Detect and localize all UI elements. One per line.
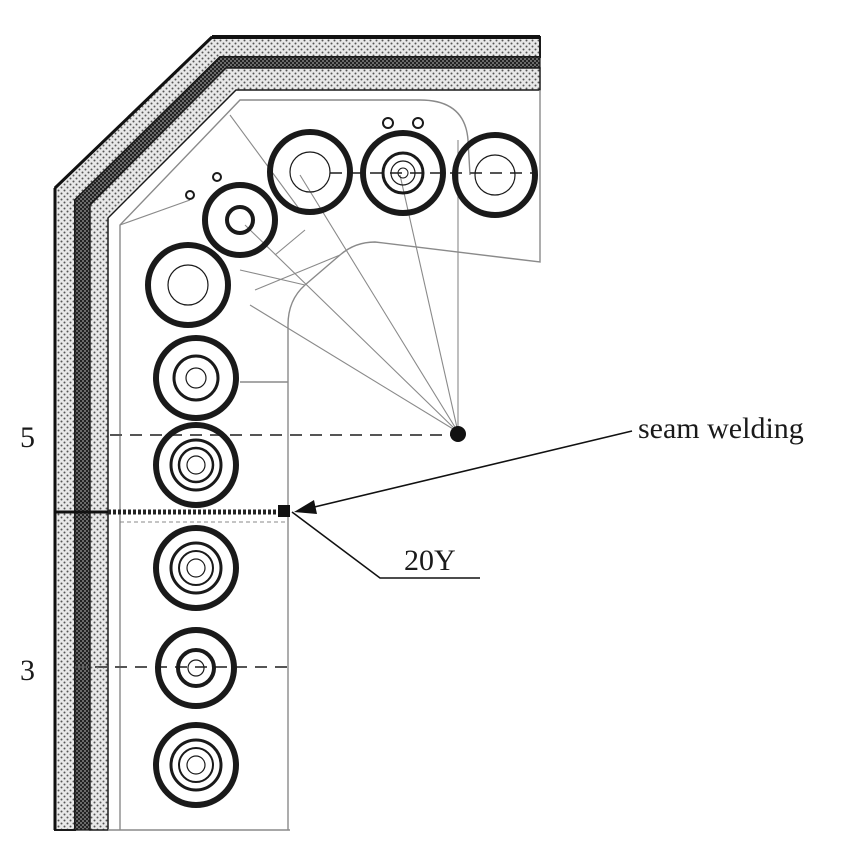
radial-line-7 [254, 254, 341, 291]
roller-top-3 [452, 132, 538, 218]
radial-line-8 [239, 269, 306, 286]
roller-col-4 [155, 627, 237, 709]
roller-col-1 [153, 335, 239, 421]
roller-col-5 [153, 722, 239, 808]
radial-line-9 [119, 199, 191, 226]
part-code-leader [291, 511, 480, 579]
roller-top-1 [267, 129, 353, 215]
inner-chamber-outline [119, 99, 471, 830]
part-code-label: 20Y [404, 544, 456, 577]
row-3-label: 3 [20, 654, 35, 687]
roller-col-3 [153, 525, 239, 611]
roller-top-2 [360, 117, 446, 216]
radial-line-6 [229, 114, 301, 211]
radial-line-10 [274, 229, 306, 256]
radial-guides [119, 114, 459, 433]
radial-line-2 [244, 224, 459, 433]
radial-line-4 [399, 174, 459, 433]
inner-core-outline [287, 90, 541, 830]
frame-chamfer-edge [53, 35, 214, 190]
seam-weld [108, 505, 290, 523]
radial-line-1 [249, 304, 459, 433]
roller-diag-1 [185, 172, 278, 258]
seam-welding-leader [305, 430, 633, 510]
roller-col-2 [153, 422, 239, 508]
pivot-point [450, 426, 466, 442]
radial-line-3 [299, 174, 459, 433]
center-lines [75, 172, 535, 668]
roller-diag-2 [145, 242, 231, 328]
row-5-label: 5 [20, 421, 35, 454]
seam-welding-arrowhead [294, 500, 317, 514]
seam-welding-label: seam welding [638, 412, 804, 445]
seam-weld-point [278, 505, 290, 517]
annotations: 5 3 seam welding 20Y [20, 412, 804, 687]
rollers [145, 117, 538, 808]
